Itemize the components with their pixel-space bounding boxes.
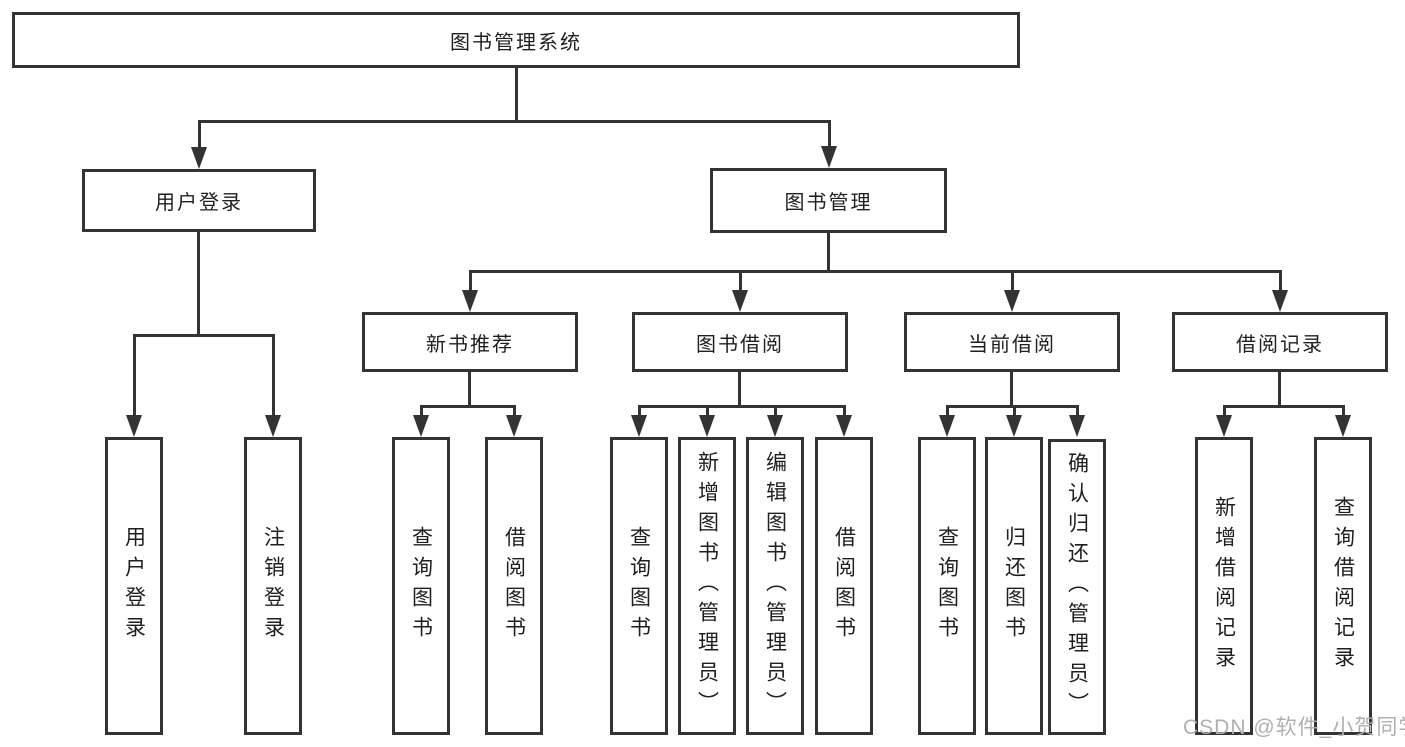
node-borrowing-records-label: 借阅记录 xyxy=(1236,333,1324,356)
arrow-down-icon xyxy=(732,270,748,312)
leaf-borrow-books-2-label: 借阅图书 xyxy=(832,526,856,646)
connector-line xyxy=(515,68,518,122)
arrow-down-icon xyxy=(939,405,955,437)
node-root-label: 图书管理系统 xyxy=(450,31,582,54)
leaf-edit-books-admin: 编辑图书（管理员） xyxy=(746,437,804,735)
leaf-query-books-1-label: 查询图书 xyxy=(409,526,433,646)
arrow-down-icon xyxy=(1006,405,1022,437)
leaf-query-books-3: 查询图书 xyxy=(918,437,976,735)
leaf-logout: 注销登录 xyxy=(244,437,302,735)
arrow-down-icon xyxy=(413,405,429,437)
arrow-down-icon xyxy=(631,405,647,437)
leaf-confirm-return-admin: 确认归还（管理员） xyxy=(1048,439,1106,735)
arrow-down-icon xyxy=(1004,270,1020,312)
leaf-query-books-2: 查询图书 xyxy=(610,437,668,735)
connector-line xyxy=(421,405,516,408)
connector-line xyxy=(827,233,830,273)
node-new-book-recommend: 新书推荐 xyxy=(362,312,578,372)
connector-line xyxy=(738,372,741,408)
node-root: 图书管理系统 xyxy=(12,12,1020,68)
arrow-down-icon xyxy=(1216,405,1232,437)
connector-line xyxy=(1010,372,1013,408)
node-current-borrowing-label: 当前借阅 xyxy=(968,333,1056,356)
leaf-borrow-books-2: 借阅图书 xyxy=(815,437,873,735)
arrow-down-icon xyxy=(767,405,783,437)
leaf-return-books-label: 归还图书 xyxy=(1002,526,1026,646)
node-current-borrowing: 当前借阅 xyxy=(904,312,1120,372)
leaf-query-books-3-label: 查询图书 xyxy=(935,526,959,646)
connector-line xyxy=(133,334,274,337)
node-borrowing-records: 借阅记录 xyxy=(1172,312,1388,372)
leaf-edit-books-admin-label: 编辑图书（管理员） xyxy=(763,451,787,721)
leaf-confirm-return-admin-label: 确认归还（管理员） xyxy=(1065,452,1089,722)
leaf-borrow-books-1-label: 借阅图书 xyxy=(502,526,526,646)
arrow-down-icon xyxy=(699,405,715,437)
leaf-return-books: 归还图书 xyxy=(985,437,1043,735)
connector-line xyxy=(1278,372,1281,408)
node-book-borrowing-label: 图书借阅 xyxy=(696,333,784,356)
connector-line xyxy=(197,232,200,337)
node-user-login-label: 用户登录 xyxy=(155,192,243,214)
arrow-down-icon xyxy=(126,334,142,437)
leaf-query-books-1: 查询图书 xyxy=(392,437,450,735)
leaf-borrow-books-1: 借阅图书 xyxy=(485,437,543,735)
leaf-add-borrow-record: 新增借阅记录 xyxy=(1195,437,1253,735)
arrow-down-icon xyxy=(1335,405,1351,437)
node-book-management: 图书管理 xyxy=(710,168,947,233)
connector-line xyxy=(468,372,471,408)
node-book-borrowing: 图书借阅 xyxy=(632,312,848,372)
arrow-down-icon xyxy=(836,405,852,437)
connector-line xyxy=(469,270,1281,273)
leaf-query-books-2-label: 查询图书 xyxy=(627,526,651,646)
leaf-add-borrow-record-label: 新增借阅记录 xyxy=(1212,496,1236,676)
node-new-book-recommend-label: 新书推荐 xyxy=(426,333,514,356)
leaf-user-login: 用户登录 xyxy=(105,437,163,735)
arrow-down-icon xyxy=(462,270,478,312)
arrow-down-icon xyxy=(821,120,837,168)
leaf-logout-label: 注销登录 xyxy=(261,526,285,646)
arrow-down-icon xyxy=(191,120,207,169)
connector-line xyxy=(639,405,845,408)
arrow-down-icon xyxy=(265,334,281,437)
leaf-query-borrow-record-label: 查询借阅记录 xyxy=(1331,496,1355,676)
connector-line xyxy=(198,120,831,123)
leaf-add-books-admin-label: 新增图书（管理员） xyxy=(695,451,719,721)
node-book-management-label: 图书管理 xyxy=(784,192,873,214)
leaf-query-borrow-record: 查询借阅记录 xyxy=(1314,437,1372,735)
arrow-down-icon xyxy=(1069,405,1085,437)
arrow-down-icon xyxy=(506,405,522,437)
leaf-user-login-label: 用户登录 xyxy=(122,526,146,646)
csdn-watermark: CSDN @软件_小贺同学 xyxy=(1183,716,1405,739)
node-user-login: 用户登录 xyxy=(82,169,316,232)
connector-line xyxy=(1224,405,1344,408)
leaf-add-books-admin: 新增图书（管理员） xyxy=(678,437,736,735)
arrow-down-icon xyxy=(1272,270,1288,312)
